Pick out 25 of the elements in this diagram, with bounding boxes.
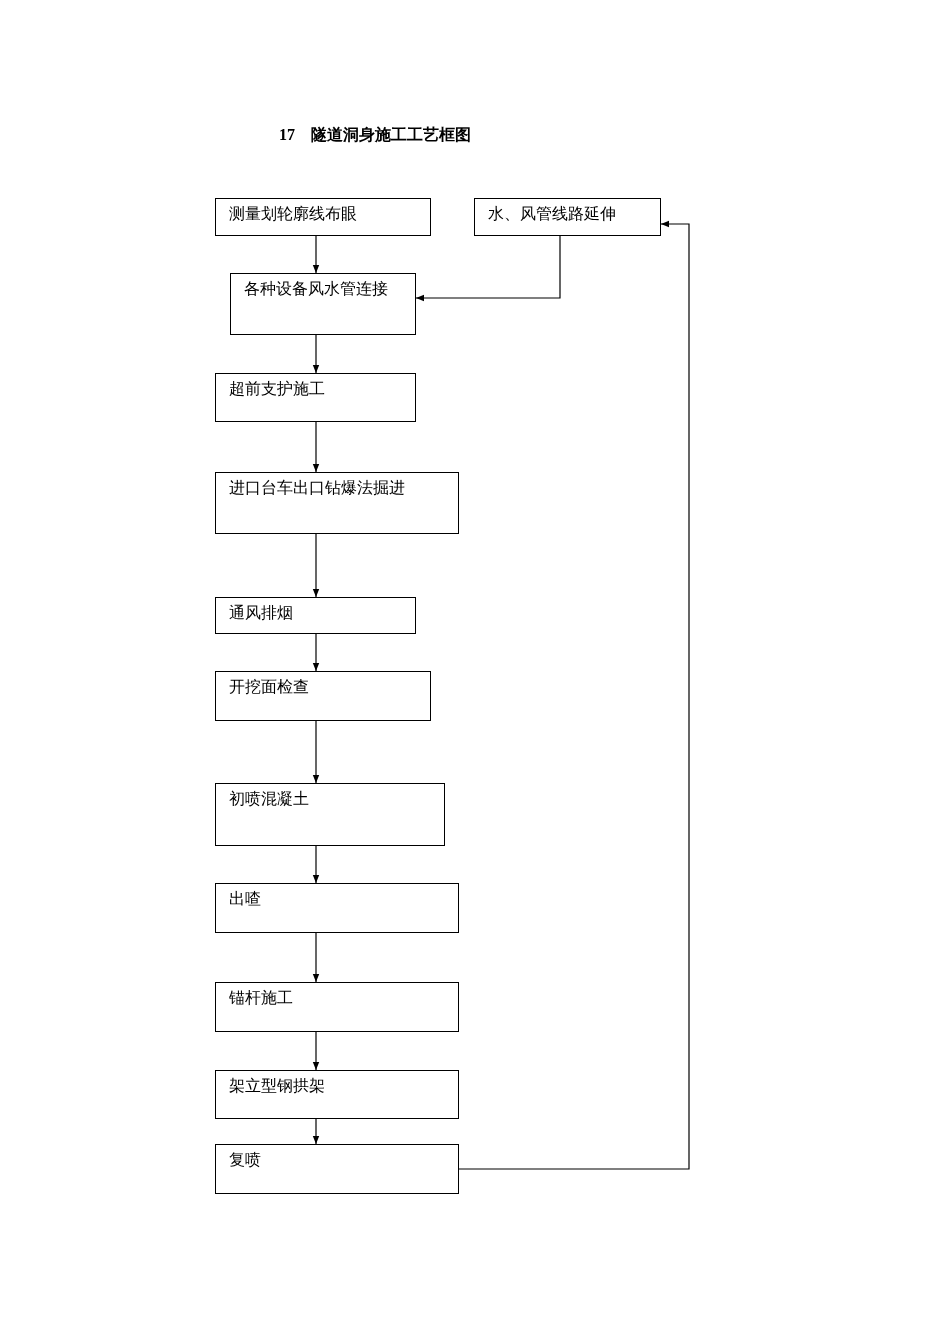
process-box: 各种设备风水管连接	[230, 273, 416, 335]
process-box: 出喳	[215, 883, 459, 933]
process-box: 架立型钢拱架	[215, 1070, 459, 1119]
arrow	[312, 633, 320, 672]
process-box: 复喷	[215, 1144, 459, 1194]
arrow	[312, 421, 320, 473]
arrow	[312, 720, 320, 784]
process-box: 测量划轮廓线布眼	[215, 198, 431, 236]
process-box: 通风排烟	[215, 597, 416, 634]
arrow	[312, 334, 320, 374]
process-box: 水、风管线路延伸	[474, 198, 661, 236]
process-box: 进口台车出口钻爆法掘进	[215, 472, 459, 534]
arrow	[312, 1031, 320, 1071]
process-box: 开挖面检查	[215, 671, 431, 721]
arrow	[415, 235, 561, 302]
process-box: 初喷混凝土	[215, 783, 445, 846]
arrow	[312, 533, 320, 598]
diagram-title: 17 隧道洞身施工工艺框图	[279, 125, 471, 145]
arrow	[312, 1118, 320, 1145]
process-box: 锚杆施工	[215, 982, 459, 1032]
process-box: 超前支护施工	[215, 373, 416, 422]
arrow	[312, 932, 320, 983]
arrow	[312, 235, 320, 274]
arrow	[312, 845, 320, 884]
arrow	[458, 220, 690, 1170]
